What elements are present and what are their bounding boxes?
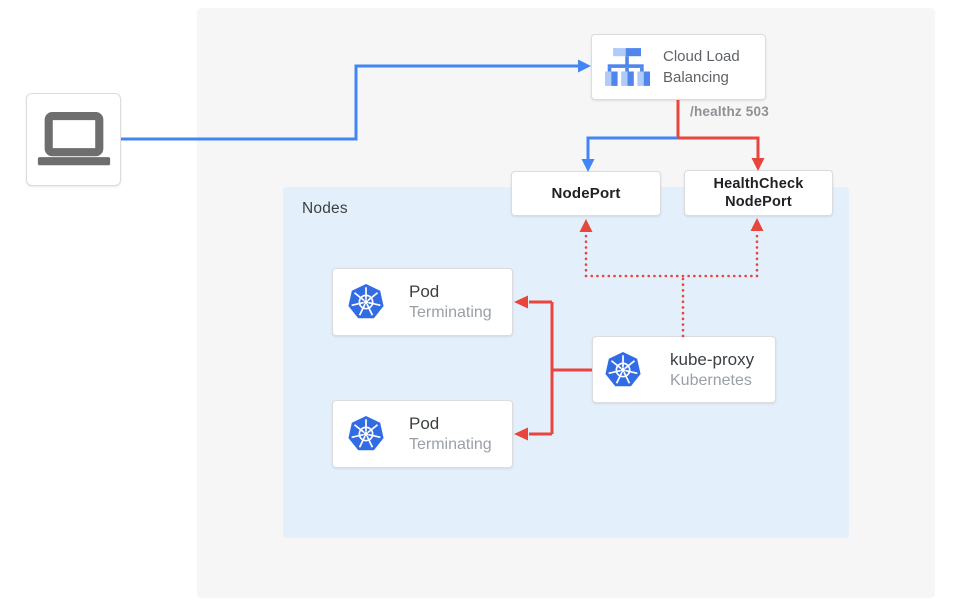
nodes-group-label: Nodes bbox=[302, 200, 348, 217]
nodeport-card: NodePort bbox=[511, 171, 661, 216]
load-balancer-icon bbox=[605, 48, 650, 86]
pod-title: Pod bbox=[409, 414, 440, 433]
kube-proxy-subtitle: Kubernetes bbox=[670, 371, 752, 389]
pod-text: Pod Terminating bbox=[409, 414, 492, 454]
pod-terminating-card-1: Pod Terminating bbox=[332, 268, 513, 336]
healthcheck-nodeport-label: HealthCheck NodePort bbox=[713, 175, 804, 210]
nodeport-label: NodePort bbox=[551, 185, 621, 202]
pod-status: Terminating bbox=[409, 304, 492, 321]
cloud-load-balancing-card: Cloud Load Balancing bbox=[591, 34, 766, 100]
kubernetes-icon bbox=[348, 415, 384, 451]
pod-text: Pod Terminating bbox=[409, 282, 492, 322]
pod-terminating-card-2: Pod Terminating bbox=[332, 400, 513, 468]
pod-status: Terminating bbox=[409, 436, 492, 453]
kube-proxy-card: kube-proxy Kubernetes bbox=[592, 336, 776, 403]
kubernetes-icon bbox=[348, 283, 384, 319]
pod-title: Pod bbox=[409, 282, 440, 301]
healthz-status-label: /healthz 503 bbox=[690, 104, 769, 119]
cloud-load-balancing-label: Cloud Load Balancing bbox=[663, 48, 740, 86]
kube-proxy-text: kube-proxy Kubernetes bbox=[670, 350, 754, 390]
kubernetes-icon bbox=[605, 351, 641, 386]
kube-proxy-title: kube-proxy bbox=[670, 349, 755, 369]
laptop-icon bbox=[37, 111, 110, 165]
healthcheck-nodeport-card: HealthCheck NodePort bbox=[684, 170, 833, 216]
client-device-card bbox=[26, 93, 121, 186]
